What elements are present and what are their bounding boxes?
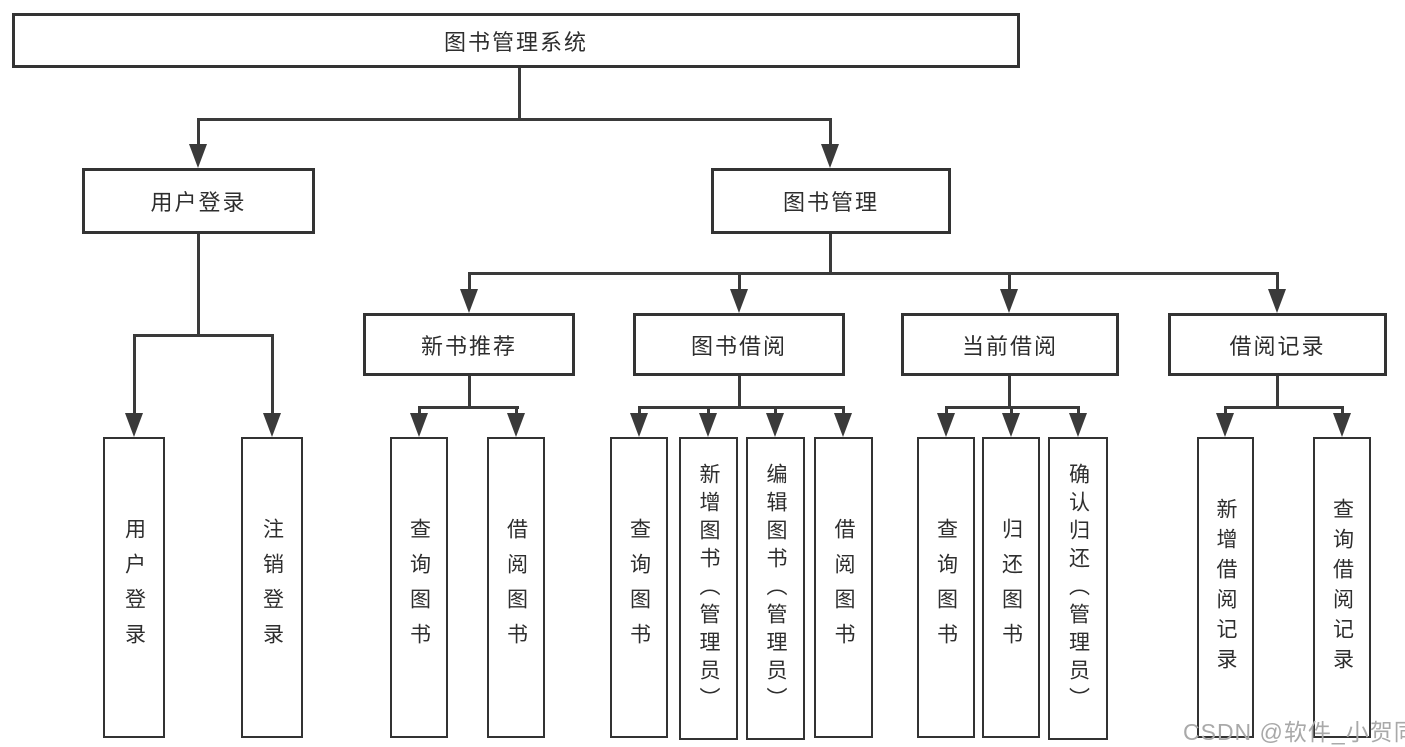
connector: [418, 406, 519, 409]
connector: [1224, 406, 1344, 409]
connector: [774, 406, 777, 416]
arrowhead-down-icon: [189, 144, 207, 168]
connector: [197, 118, 200, 146]
arrowhead-down-icon: [834, 413, 852, 437]
node-leaf-rec-query-book-label: 查询图书: [407, 517, 431, 658]
node-leaf-cb-return-book-label: 归还图书: [999, 517, 1023, 658]
arrowhead-down-icon: [630, 413, 648, 437]
connector: [1224, 406, 1227, 416]
connector: [829, 118, 832, 146]
node-new-book-recommend-label: 新书推荐: [420, 333, 517, 359]
node-leaf-cb-confirm-return-label: 确认归还（管理员）: [1066, 462, 1090, 715]
node-leaf-br-query-record: 查询借阅记录: [1313, 437, 1371, 738]
arrowhead-down-icon: [1002, 413, 1020, 437]
arrowhead-down-icon: [766, 413, 784, 437]
node-leaf-bb-add-book-label: 新增图书（管理员）: [697, 462, 720, 715]
connector: [638, 406, 641, 416]
node-leaf-cb-return-book: 归还图书: [982, 437, 1040, 738]
node-root: 图书管理系统: [12, 13, 1020, 68]
connector: [468, 376, 471, 408]
node-leaf-br-add-record: 新增借阅记录: [1197, 437, 1254, 738]
node-leaf-bb-borrow-book-label: 借阅图书: [832, 517, 855, 658]
node-book-management-label: 图书管理: [782, 190, 879, 215]
connector: [707, 406, 710, 416]
arrowhead-down-icon: [1333, 413, 1351, 437]
arrowhead-down-icon: [460, 289, 478, 313]
node-leaf-user-login: 用户登录: [103, 437, 165, 738]
connector: [1010, 406, 1013, 416]
node-new-book-recommend: 新书推荐: [363, 313, 575, 376]
connector: [518, 68, 521, 119]
arrowhead-down-icon: [937, 413, 955, 437]
connector: [945, 406, 948, 416]
node-leaf-bb-edit-book: 编辑图书（管理员）: [746, 437, 805, 740]
connector: [418, 406, 421, 416]
connector: [842, 406, 845, 416]
arrowhead-down-icon: [1000, 289, 1018, 313]
node-leaf-bb-add-book: 新增图书（管理员）: [679, 437, 738, 740]
connector: [468, 272, 1278, 275]
connector: [515, 406, 518, 416]
node-leaf-cb-query-book-label: 查询图书: [934, 517, 958, 658]
connector: [829, 234, 832, 274]
node-user-login: 用户登录: [82, 168, 315, 234]
connector: [271, 334, 274, 414]
node-leaf-rec-borrow-book-label: 借阅图书: [504, 517, 528, 658]
watermark: CSDN @软件_小贺同学: [1183, 719, 1405, 745]
arrowhead-down-icon: [699, 413, 717, 437]
connector: [1008, 272, 1011, 292]
connector: [1276, 376, 1279, 408]
node-book-borrow: 图书借阅: [633, 313, 845, 376]
node-book-borrow-label: 图书借阅: [690, 333, 787, 359]
arrowhead-down-icon: [730, 289, 748, 313]
node-borrow-record: 借阅记录: [1168, 313, 1387, 376]
connector: [1077, 406, 1080, 416]
connector: [1341, 406, 1344, 416]
connector: [638, 406, 845, 409]
node-current-borrow-label: 当前借阅: [961, 333, 1058, 359]
node-leaf-rec-query-book: 查询图书: [390, 437, 448, 738]
node-root-label: 图书管理系统: [443, 29, 588, 55]
node-user-login-label: 用户登录: [150, 190, 247, 215]
node-leaf-cb-confirm-return: 确认归还（管理员）: [1048, 437, 1108, 740]
connector: [197, 234, 200, 336]
connector: [1008, 376, 1011, 408]
connector: [133, 334, 136, 414]
node-leaf-logout-label: 注销登录: [260, 517, 284, 658]
node-leaf-bb-edit-book-label: 编辑图书（管理员）: [764, 462, 787, 715]
node-leaf-rec-borrow-book: 借阅图书: [487, 437, 545, 738]
node-borrow-record-label: 借阅记录: [1229, 333, 1326, 359]
arrowhead-down-icon: [507, 413, 525, 437]
node-leaf-bb-query-book-label: 查询图书: [627, 517, 651, 658]
node-leaf-bb-query-book: 查询图书: [610, 437, 668, 738]
arrowhead-down-icon: [1216, 413, 1234, 437]
arrowhead-down-icon: [1069, 413, 1087, 437]
connector: [738, 376, 741, 408]
connector: [468, 272, 471, 292]
connector: [1276, 272, 1279, 292]
arrowhead-down-icon: [125, 413, 143, 437]
node-leaf-bb-borrow-book: 借阅图书: [814, 437, 873, 738]
connector: [133, 334, 274, 337]
arrowhead-down-icon: [263, 413, 281, 437]
node-book-management: 图书管理: [711, 168, 951, 234]
node-leaf-br-query-record-label: 查询借阅记录: [1330, 497, 1354, 678]
node-leaf-cb-query-book: 查询图书: [917, 437, 975, 738]
connector: [738, 272, 741, 292]
node-leaf-logout: 注销登录: [241, 437, 303, 738]
connector: [197, 118, 832, 121]
arrowhead-down-icon: [410, 413, 428, 437]
node-current-borrow: 当前借阅: [901, 313, 1119, 376]
arrowhead-down-icon: [1268, 289, 1286, 313]
node-leaf-user-login-label: 用户登录: [122, 517, 146, 658]
node-leaf-br-add-record-label: 新增借阅记录: [1214, 497, 1237, 678]
arrowhead-down-icon: [821, 144, 839, 168]
